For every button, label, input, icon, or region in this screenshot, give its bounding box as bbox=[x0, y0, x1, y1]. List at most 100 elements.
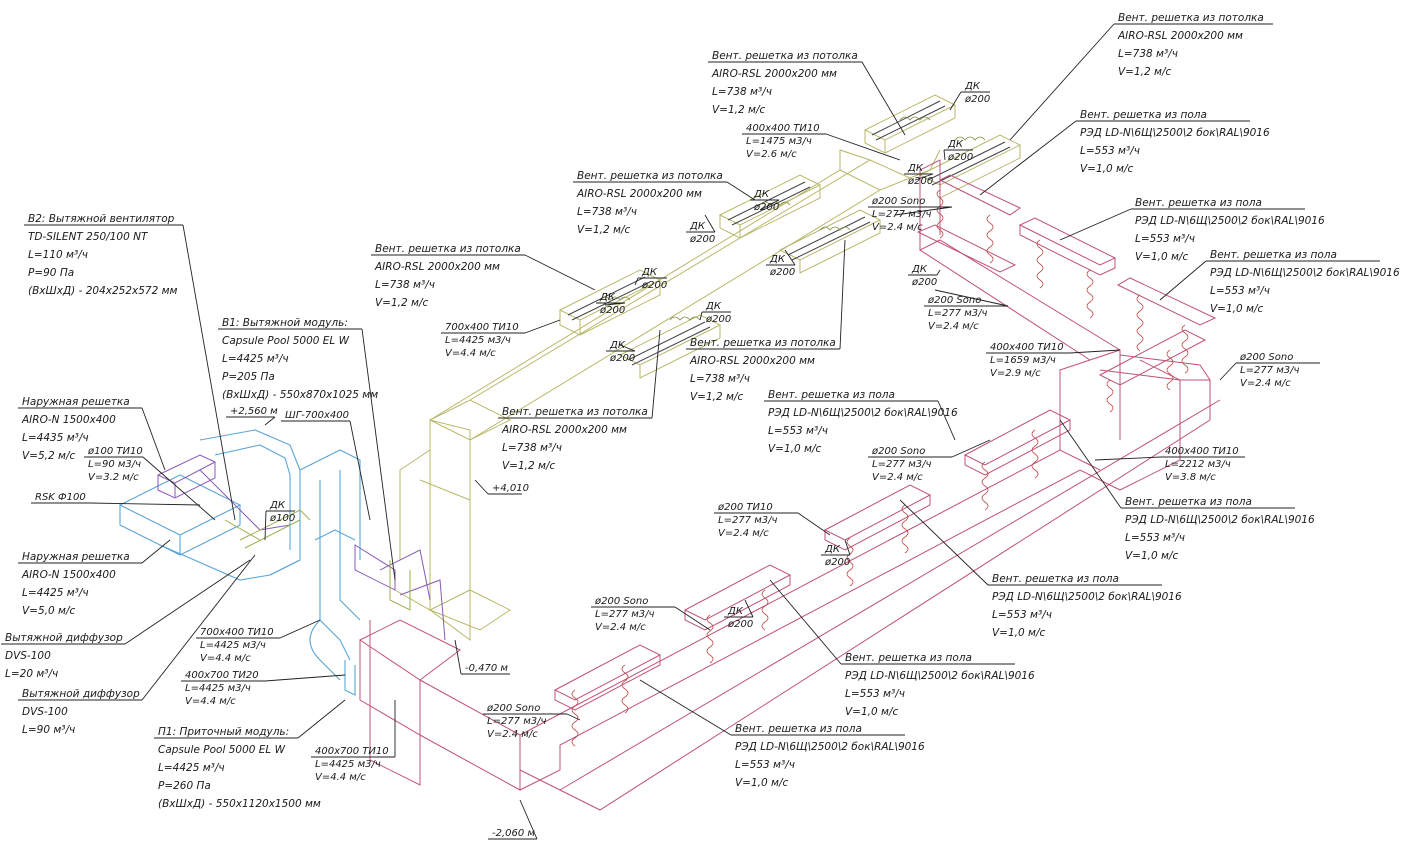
label-t13-line-3: V=1,0 м/с bbox=[1135, 251, 1188, 263]
label-t12-line-1: ø200 bbox=[769, 267, 795, 278]
label-t28-line-1: РЭД LD-N\6Щ\2500\2 бок\RAL\9016 bbox=[768, 407, 958, 419]
label-t9-line-1: ø200 bbox=[753, 202, 779, 213]
label-t53-line-0: П1: Приточный модуль: bbox=[158, 726, 289, 738]
label-t16-line-0: Вент. решетка из потолка bbox=[375, 243, 521, 255]
label-t50-line-3: V=1,0 м/с bbox=[845, 706, 898, 718]
label-t30: +2,560 м bbox=[226, 406, 278, 418]
label-t24-line-3: V=1,2 м/с bbox=[690, 391, 743, 403]
leader-line bbox=[894, 206, 953, 216]
leader-line bbox=[839, 239, 846, 350]
label-t35-line-2: V=3.8 м/с bbox=[1165, 472, 1216, 483]
label-t27-line-0: В1: Вытяжной модуль: bbox=[222, 317, 348, 329]
label-t49-line-0: -0,470 м bbox=[465, 663, 508, 674]
label-t27-line-1: Capsule Pool 5000 EL W bbox=[222, 335, 350, 347]
label-t29-line-3: V=5,2 м/с bbox=[22, 450, 75, 462]
leader-line bbox=[744, 599, 754, 618]
leader-line bbox=[936, 269, 941, 276]
label-t25-line-0: 400x400 ТИ10 bbox=[990, 342, 1064, 353]
label-t21-line-0: 700x400 ТИ10 bbox=[445, 322, 519, 333]
label-t44-line-2: V=2.4 м/с bbox=[595, 622, 646, 633]
leader-line bbox=[651, 329, 661, 419]
label-t46-line-0: Вытяжной диффузор bbox=[5, 632, 123, 644]
leader-line bbox=[619, 344, 636, 352]
label-t17-line-0: ДК bbox=[641, 267, 658, 278]
label-t50-line-2: L=553 м³/ч bbox=[845, 688, 905, 700]
leader-line bbox=[639, 679, 732, 736]
label-t1-line-3: V=1,2 м/с bbox=[1118, 66, 1171, 78]
label-t43-line-3: V=1,0 м/с bbox=[992, 627, 1045, 639]
label-t26-line-1: L=277 м3/ч bbox=[1240, 365, 1299, 376]
label-t20-line-0: ø200 Sono bbox=[927, 295, 981, 306]
leader-line bbox=[674, 606, 711, 631]
label-t34-line-1: L=277 м3/ч bbox=[872, 459, 931, 470]
leader-line bbox=[89, 502, 201, 506]
leader-line bbox=[361, 328, 396, 581]
leader-line bbox=[979, 120, 1077, 196]
leader-line bbox=[797, 512, 831, 536]
label-t10-line-1: ø200 bbox=[689, 234, 715, 245]
label-t31-line-0: ШГ-700x400 bbox=[285, 410, 349, 421]
label-t1-line-2: L=738 м³/ч bbox=[1118, 48, 1178, 60]
label-t16-line-1: AIRO-RSL 2000x200 мм bbox=[374, 261, 500, 273]
leader-line bbox=[634, 277, 639, 286]
label-t8-line-0: Вент. решетка из потолка bbox=[577, 170, 723, 182]
leader-line bbox=[297, 699, 346, 739]
leader-line bbox=[142, 456, 216, 521]
label-t22-line-0: ДК bbox=[609, 340, 626, 351]
label-t14-line-2: L=553 м³/ч bbox=[1210, 285, 1270, 297]
label-t22-line-1: ø200 bbox=[609, 353, 635, 364]
label-t33-line-2: V=3.2 м/с bbox=[88, 472, 139, 483]
leader-line bbox=[899, 499, 989, 586]
leader-line bbox=[349, 420, 371, 521]
leader-line bbox=[825, 133, 901, 161]
leader-line bbox=[141, 539, 171, 564]
label-t1-line-0: Вент. решетка из потолка bbox=[1118, 12, 1264, 24]
label-t54-line-0: Вент. решетка из пола bbox=[735, 723, 862, 735]
label-t11-line-1: L=277 м3/ч bbox=[872, 209, 931, 220]
label-t43-line-1: РЭД LD-N\6Щ\2500\2 бок\RAL\9016 bbox=[992, 591, 1182, 603]
label-t53: П1: Приточный модуль:Capsule Pool 5000 E… bbox=[154, 726, 321, 810]
leader-line bbox=[1059, 208, 1132, 241]
label-t4-line-2: V=2.6 м/с bbox=[746, 149, 797, 160]
leader-line bbox=[1009, 23, 1115, 141]
label-t29-line-2: L=4435 м³/ч bbox=[22, 432, 89, 444]
label-t21-line-2: V=4.4 м/с bbox=[445, 348, 496, 359]
label-t29-line-1: AIRO-N 1500x400 bbox=[21, 414, 116, 426]
label-t8-line-3: V=1,2 м/с bbox=[577, 224, 630, 236]
label-t26-line-2: V=2.4 м/с bbox=[1240, 378, 1291, 389]
leader-line bbox=[566, 713, 581, 721]
label-t22: ДК ø200 bbox=[606, 340, 635, 364]
label-t34-line-0: ø200 Sono bbox=[871, 446, 925, 457]
label-t42-line-3: V=5,0 м/с bbox=[22, 605, 75, 617]
leader-line bbox=[844, 539, 851, 556]
label-t24-line-0: Вент. решетка из потолка bbox=[690, 337, 836, 349]
label-t29-line-0: Наружная решетка bbox=[22, 396, 130, 408]
leader-line bbox=[524, 254, 596, 291]
label-t14-line-1: РЭД LD-N\6Щ\2500\2 бок\RAL\9016 bbox=[1210, 267, 1400, 279]
leader-line bbox=[474, 479, 489, 495]
label-t15-line-4: (ВхШхД) - 204х252х572 мм bbox=[28, 285, 178, 297]
label-t14-line-3: V=1,0 м/с bbox=[1210, 303, 1263, 315]
leader-line bbox=[951, 439, 991, 458]
label-t32-line-1: AIRO-RSL 2000x200 мм bbox=[501, 424, 627, 436]
label-t48-line-2: V=4.4 м/с bbox=[185, 696, 236, 707]
leader-line bbox=[182, 224, 236, 521]
label-t54-line-3: V=1,0 м/с bbox=[735, 777, 788, 789]
